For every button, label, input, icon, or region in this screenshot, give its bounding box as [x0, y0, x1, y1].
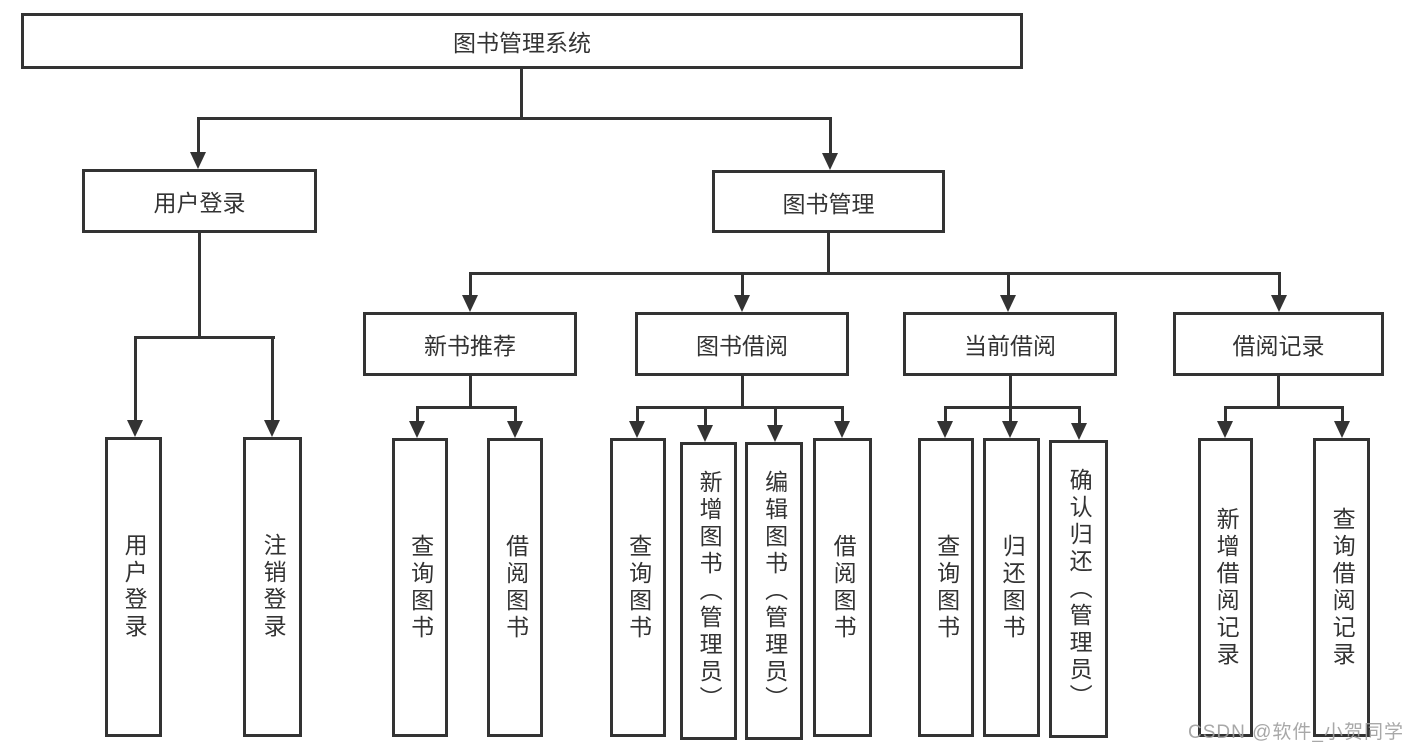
connector-recommend-crossbar	[416, 406, 517, 409]
leaf-recommend-borrow-books: 借阅图书	[487, 438, 543, 737]
leaf-borrow-add-books-admin: 新增图书（管理员）	[680, 442, 737, 740]
arrowhead-leaf-logout	[264, 420, 280, 437]
connector-borrowrecords-stem	[1277, 376, 1280, 409]
connector-borrowrecords-crossbar	[1224, 406, 1344, 409]
arrowhead-leaf-nb-query	[409, 421, 425, 438]
connector-bookmgmt-stem	[827, 233, 830, 275]
connector-to-user-login	[197, 117, 200, 153]
arrowhead-borrowrecords	[1271, 295, 1287, 312]
arrowhead-leaf-bb-query	[629, 421, 645, 438]
arrowhead-leaf-bb-edit	[767, 425, 783, 442]
leaf-current-confirm-return-admin: 确认归还（管理员）	[1049, 440, 1108, 738]
node-new-book-recommend: 新书推荐	[363, 312, 577, 376]
arrowhead-user-login	[190, 152, 206, 169]
connector-recommend-stem	[469, 376, 472, 409]
arrowhead-leaf-br-add	[1217, 421, 1233, 438]
leaf-borrow-borrow-books: 借阅图书	[813, 438, 872, 737]
connector-bookborrow-stem	[741, 376, 744, 409]
arrowhead-leaf-cb-return	[1002, 421, 1018, 438]
connector-bookmgmt-crossbar	[469, 272, 1281, 275]
node-book-management: 图书管理	[712, 170, 945, 233]
connector-userlogin-stem	[198, 233, 201, 339]
leaf-records-query-record: 查询借阅记录	[1313, 438, 1370, 737]
node-borrow-records: 借阅记录	[1173, 312, 1384, 376]
connector-to-leaf-nb-borrow	[514, 406, 517, 422]
arrowhead-book-management	[822, 153, 838, 170]
arrowhead-leaf-bb-borrow	[834, 421, 850, 438]
arrowhead-recommend	[462, 295, 478, 312]
connector-to-leaf-br-add	[1224, 406, 1227, 422]
connector-to-leaf-cb-return	[1009, 406, 1012, 422]
connector-to-borrowrecords	[1278, 272, 1281, 296]
arrowhead-currentborrow	[1000, 295, 1016, 312]
connector-to-leaf-bb-borrow	[841, 406, 844, 422]
arrowhead-leaf-cb-query	[937, 421, 953, 438]
connector-to-leaf-bb-edit	[774, 406, 777, 426]
arrowhead-leaf-br-query	[1334, 421, 1350, 438]
connector-to-leaf-nb-query	[416, 406, 419, 422]
node-user-login: 用户登录	[82, 169, 317, 233]
arrowhead-leaf-cb-confirm	[1071, 423, 1087, 440]
leaf-current-return-books: 归还图书	[983, 438, 1040, 737]
leaf-recommend-query-books: 查询图书	[392, 438, 448, 737]
connector-to-leaf-br-query	[1341, 406, 1344, 422]
node-book-borrow: 图书借阅	[635, 312, 849, 376]
connector-to-bookborrow	[741, 272, 744, 296]
connector-to-recommend	[469, 272, 472, 296]
connector-to-book-management	[829, 117, 832, 153]
csdn-watermark: CSDN @软件_小贺同学	[1188, 722, 1404, 743]
node-current-borrow: 当前借阅	[903, 312, 1117, 376]
connector-currentborrow-crossbar	[944, 406, 1081, 409]
arrowhead-leaf-nb-borrow	[507, 421, 523, 438]
connector-root-stem	[520, 69, 523, 119]
connector-to-leaf-userlogin	[134, 336, 137, 421]
leaf-borrow-query-books: 查询图书	[610, 438, 666, 737]
arrowhead-leaf-userlogin	[127, 420, 143, 437]
connector-to-leaf-bb-query	[636, 406, 639, 422]
connector-userlogin-crossbar	[134, 336, 275, 339]
leaf-borrow-edit-books-admin: 编辑图书（管理员）	[745, 442, 803, 740]
leaf-records-add-record: 新增借阅记录	[1198, 438, 1253, 737]
connector-to-currentborrow	[1007, 272, 1010, 296]
connector-to-leaf-bb-add	[704, 406, 707, 426]
connector-root-crossbar	[197, 117, 832, 120]
connector-bookborrow-crossbar	[636, 406, 844, 409]
connector-to-leaf-logout	[271, 336, 274, 421]
node-root-system: 图书管理系统	[21, 13, 1023, 69]
leaf-logout: 注销登录	[243, 437, 302, 737]
arrowhead-bookborrow	[734, 295, 750, 312]
connector-currentborrow-stem	[1009, 376, 1012, 409]
connector-to-leaf-cb-query	[944, 406, 947, 422]
leaf-user-login: 用户登录	[105, 437, 162, 737]
leaf-current-query-books: 查询图书	[918, 438, 974, 737]
arrowhead-leaf-bb-add	[697, 425, 713, 442]
connector-to-leaf-cb-confirm	[1078, 406, 1081, 424]
